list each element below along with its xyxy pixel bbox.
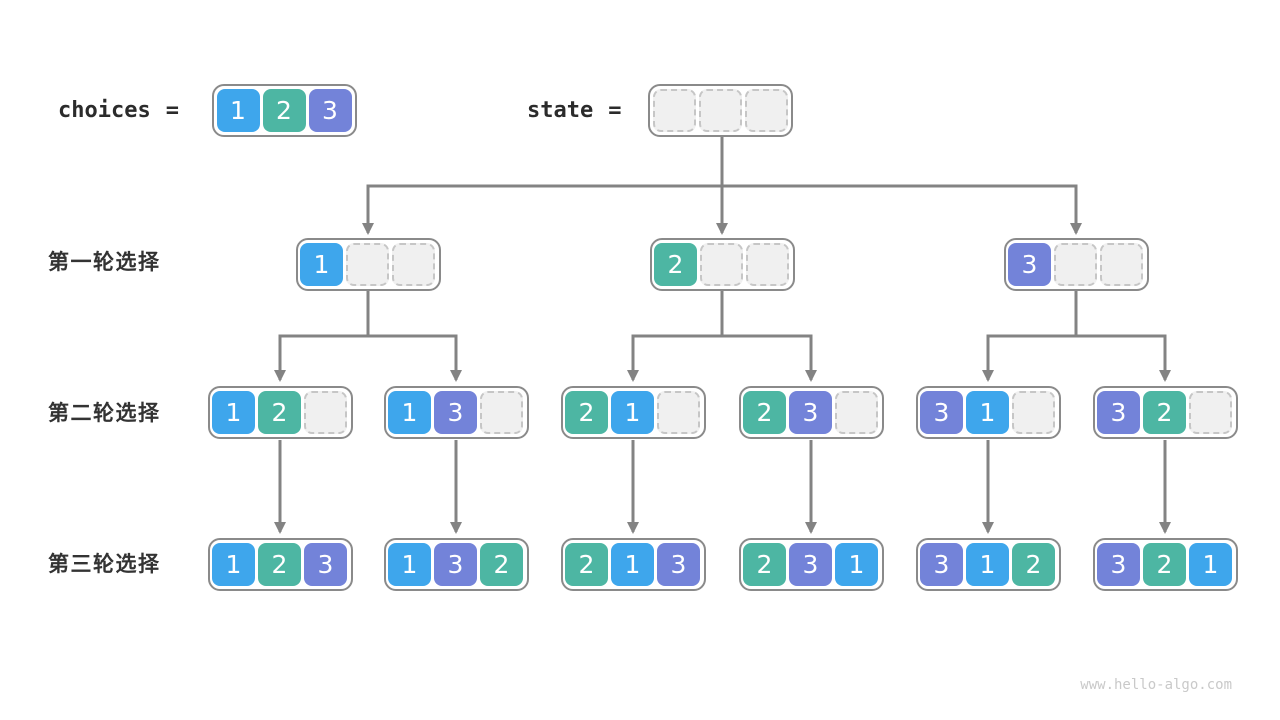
value-cell: 3 xyxy=(657,542,700,586)
value-cell: 2 xyxy=(743,390,786,434)
empty-cell xyxy=(304,390,347,434)
empty-cell xyxy=(392,242,435,286)
value-cell: 1 xyxy=(835,542,878,586)
row-label-round-1: 第一轮选择 xyxy=(48,250,161,274)
empty-cell xyxy=(480,390,523,434)
value-cell: 3 xyxy=(789,542,832,586)
row-label-round-3: 第三轮选择 xyxy=(48,552,161,576)
value-cell: 2 xyxy=(258,542,301,586)
row-label-round-2: 第二轮选择 xyxy=(48,401,161,425)
value-cell: 3 xyxy=(789,390,832,434)
empty-cell xyxy=(698,88,742,132)
value-cell: 1 xyxy=(611,390,654,434)
value-cell: 3 xyxy=(434,542,477,586)
choices-label: choices xyxy=(58,98,151,123)
watermark: www.hello-algo.com xyxy=(1080,677,1232,693)
value-cell: 2 xyxy=(1143,542,1186,586)
value-cell: 1 xyxy=(388,542,431,586)
tree-box-round1-2: 2 xyxy=(649,238,795,291)
empty-cell xyxy=(657,390,700,434)
value-cell: 1 xyxy=(300,242,343,286)
value-cell: 2 xyxy=(480,542,523,586)
empty-cell xyxy=(346,242,389,286)
empty-cell xyxy=(1054,242,1097,286)
empty-cell xyxy=(700,242,743,286)
empty-cell xyxy=(835,390,878,434)
value-cell: 3 xyxy=(1097,390,1140,434)
value-cell: 3 xyxy=(308,88,352,132)
value-cell: 1 xyxy=(966,390,1009,434)
value-cell: 1 xyxy=(611,542,654,586)
choices-label-group: choices = xyxy=(58,84,179,137)
empty-cell xyxy=(652,88,696,132)
value-cell: 1 xyxy=(212,542,255,586)
value-cell: 1 xyxy=(216,88,260,132)
value-cell: 2 xyxy=(743,542,786,586)
empty-cell xyxy=(1012,390,1055,434)
value-cell: 1 xyxy=(212,390,255,434)
value-cell: 1 xyxy=(388,390,431,434)
value-cell: 3 xyxy=(1097,542,1140,586)
equals-sign: = xyxy=(165,98,179,123)
value-cell: 3 xyxy=(304,542,347,586)
value-cell: 2 xyxy=(258,390,301,434)
equals-sign: = xyxy=(608,98,622,123)
value-cell: 3 xyxy=(920,542,963,586)
tree-box-round1-1: 1 xyxy=(295,238,441,291)
empty-cell xyxy=(1189,390,1232,434)
tree-box-round1-3: 3 xyxy=(1003,238,1149,291)
empty-cell xyxy=(744,88,788,132)
value-cell: 2 xyxy=(654,242,697,286)
value-cell: 3 xyxy=(1008,242,1051,286)
value-cell: 3 xyxy=(920,390,963,434)
value-cell: 3 xyxy=(434,390,477,434)
value-cell: 2 xyxy=(262,88,306,132)
empty-cell xyxy=(1100,242,1143,286)
value-cell: 2 xyxy=(565,542,608,586)
value-cell: 2 xyxy=(1143,390,1186,434)
value-cell: 2 xyxy=(565,390,608,434)
state-label-group: state = xyxy=(527,84,621,137)
value-cell: 1 xyxy=(1189,542,1232,586)
value-cell: 1 xyxy=(966,542,1009,586)
state-box xyxy=(648,84,793,137)
value-cell: 2 xyxy=(1012,542,1055,586)
empty-cell xyxy=(746,242,789,286)
state-label: state xyxy=(527,98,594,123)
